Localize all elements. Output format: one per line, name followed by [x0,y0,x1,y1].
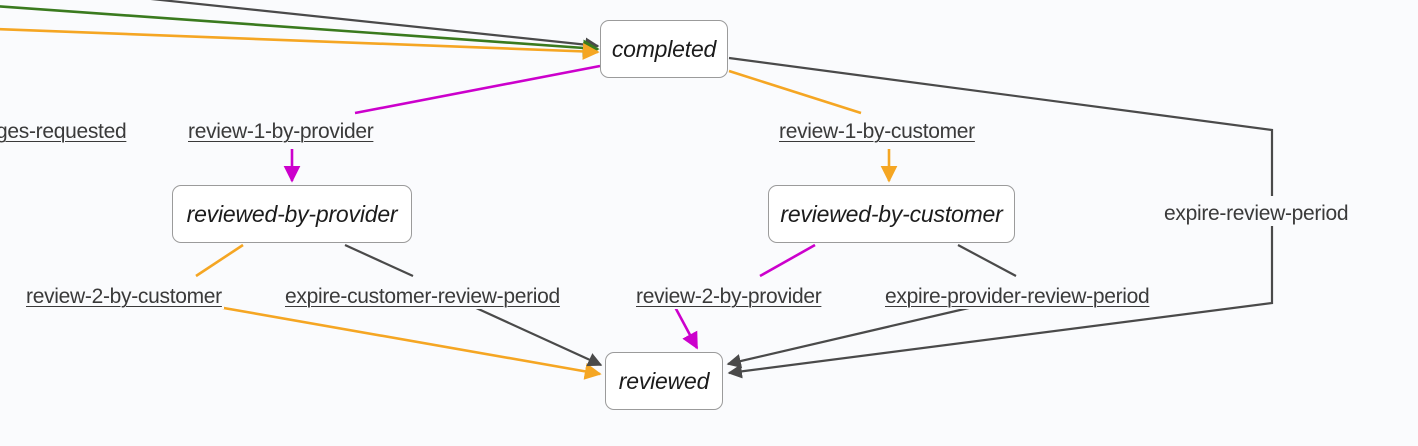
state-node-reviewed-by-customer[interactable]: reviewed-by-customer [768,185,1015,243]
edge-customer-to-reviewed-magenta-bottom [673,306,699,350]
edge-provider-to-reviewed-gray-bottom [473,305,603,367]
edge-orange-to-completed [0,27,600,60]
edge-label-review-2-by-provider[interactable]: review-2-by-provider [634,285,824,309]
edge-label-changes-requested[interactable]: ges-requested [0,120,129,144]
edge-customer-to-reviewed-magenta-top [759,243,816,278]
edge-completed-to-reviewed-bottom [727,212,1274,379]
edge-label-expire-provider-review-period[interactable]: expire-provider-review-period [883,285,1152,309]
edge-green-to-completed [0,5,600,57]
edge-label-review-1-by-customer[interactable]: review-1-by-customer [777,120,977,144]
state-node-reviewed-label: reviewed [618,367,710,394]
edge-completed-to-reviewed-by-provider [354,64,601,115]
edge-provider-to-reviewed-orange-top [195,243,244,278]
edge-provider-to-reviewed-orange-bottom [217,305,602,380]
edge-provider-to-reviewed-gray-top [344,243,414,278]
state-node-completed[interactable]: completed [600,20,728,78]
edge-label-review-2-by-customer[interactable]: review-2-by-customer [24,285,224,309]
state-node-reviewed-by-provider[interactable]: reviewed-by-provider [172,185,412,243]
edge-label-review-1-by-provider[interactable]: review-1-by-provider [186,120,376,144]
state-node-completed-label: completed [611,35,717,62]
edge-customer-to-reviewed-gray-bottom [726,305,974,369]
edge-completed-to-reviewed-top [728,56,1274,196]
edge-customer-to-reviewed-gray-top [957,244,1017,277]
edge-gray-to-completed [150,0,600,52]
state-node-reviewed-by-customer-label: reviewed-by-customer [780,200,1003,227]
edge-label-expire-review-period[interactable]: expire-review-period [1162,202,1351,226]
edge-completed-to-reviewed-by-customer [728,69,862,115]
state-node-reviewed-by-provider-label: reviewed-by-provider [186,200,398,227]
edge-label-expire-customer-review-period[interactable]: expire-customer-review-period [283,285,562,309]
state-node-reviewed[interactable]: reviewed [605,352,723,410]
